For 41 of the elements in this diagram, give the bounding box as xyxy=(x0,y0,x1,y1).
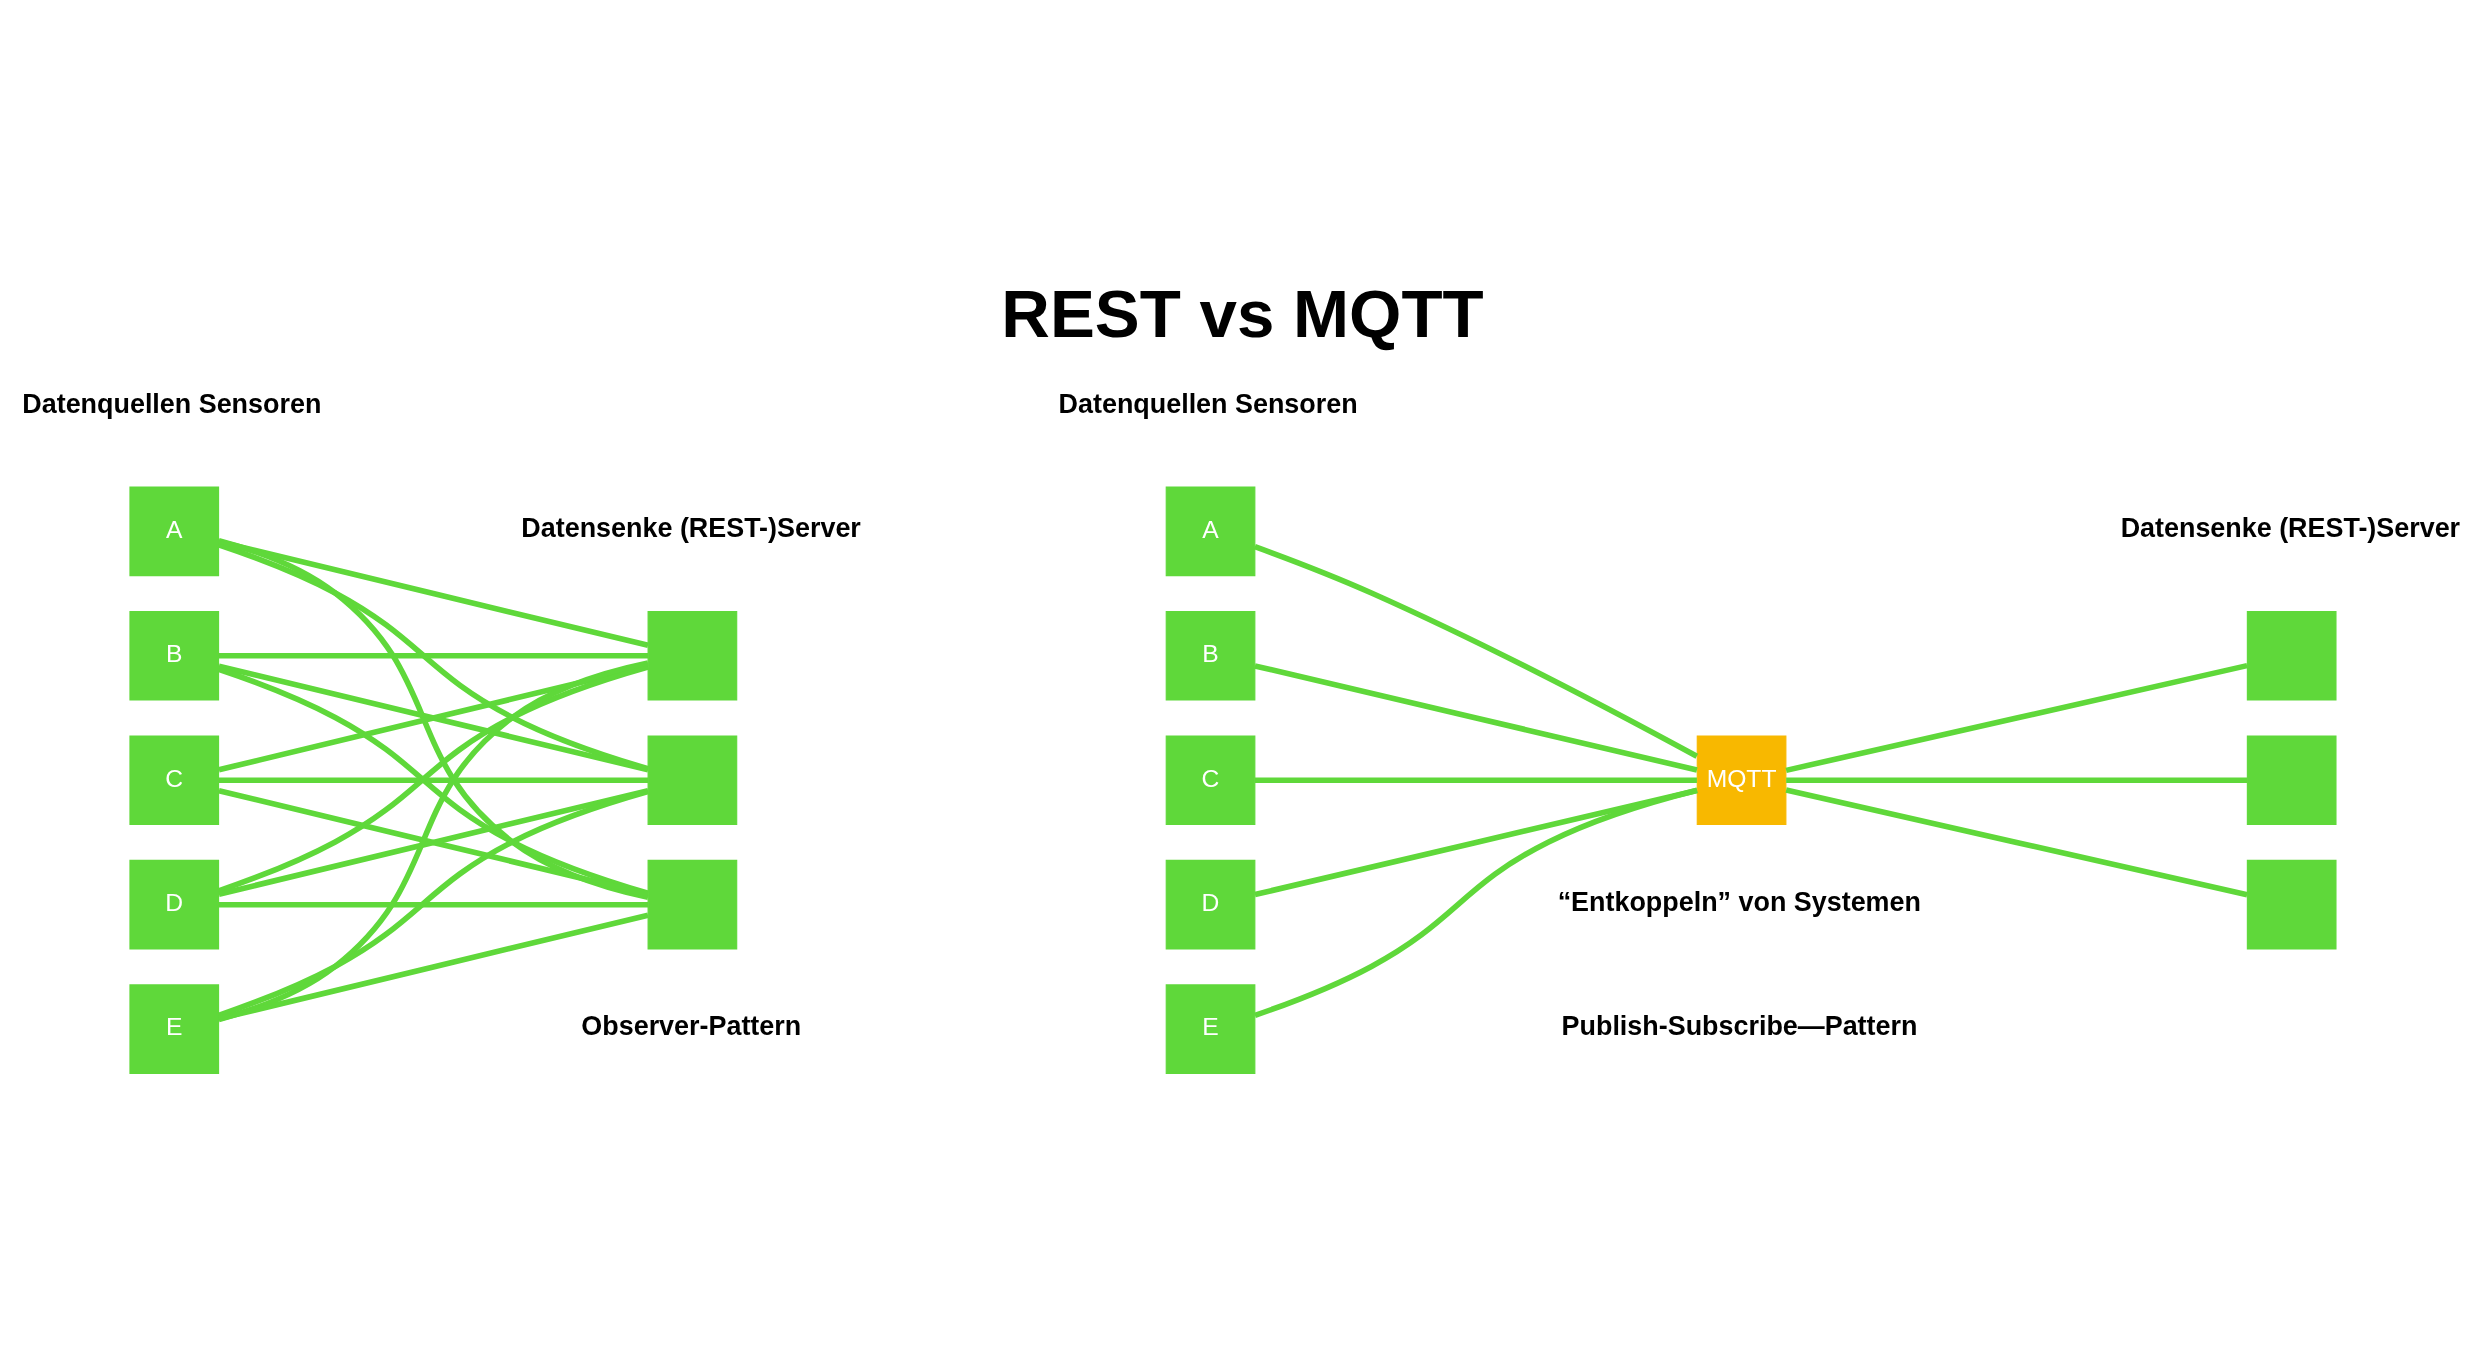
connector xyxy=(1785,662,2248,773)
node-box: C xyxy=(129,734,220,825)
node-box xyxy=(2246,859,2337,950)
node-box: E xyxy=(129,983,220,1074)
connector xyxy=(1253,543,1699,759)
node-box xyxy=(647,610,738,701)
connector xyxy=(218,911,649,1021)
node-box xyxy=(2246,610,2337,701)
node-box: E xyxy=(1165,983,1256,1074)
node-box: C xyxy=(1165,734,1256,825)
label: Datensenke (REST-)Server xyxy=(2120,512,2461,543)
connector xyxy=(1254,662,1698,773)
label: Datenquellen Sensoren xyxy=(1058,388,1358,419)
connector xyxy=(218,901,649,908)
label: Datensenke (REST-)Server xyxy=(521,512,861,543)
node-box xyxy=(2246,734,2337,825)
diagram-title: REST vs MQTT xyxy=(1001,275,1484,351)
node-box xyxy=(647,859,738,950)
connector xyxy=(218,652,649,659)
node-box xyxy=(647,734,738,825)
connector xyxy=(218,537,649,900)
connector xyxy=(217,541,649,771)
node-box: D xyxy=(129,859,220,950)
connector xyxy=(217,788,649,1018)
node-box: B xyxy=(129,610,220,701)
label: “Entkoppeln” von Systemen xyxy=(1557,886,1921,917)
node-box: A xyxy=(1165,485,1256,576)
node-box: MQTT xyxy=(1696,734,1787,825)
label: Datenquellen Sensoren xyxy=(22,388,322,419)
connector xyxy=(1786,776,2248,783)
connector xyxy=(1254,786,1698,1018)
connector xyxy=(218,787,649,897)
connector xyxy=(218,659,649,1022)
label: Publish-Subscribe—Pattern xyxy=(1561,1010,1918,1041)
connector xyxy=(1785,786,2248,898)
label: Observer-Pattern xyxy=(581,1010,802,1041)
connector xyxy=(1254,776,1697,783)
node-box: B xyxy=(1165,610,1256,701)
node-box: A xyxy=(129,485,220,576)
node-box: D xyxy=(1165,859,1256,950)
connector xyxy=(218,776,649,783)
